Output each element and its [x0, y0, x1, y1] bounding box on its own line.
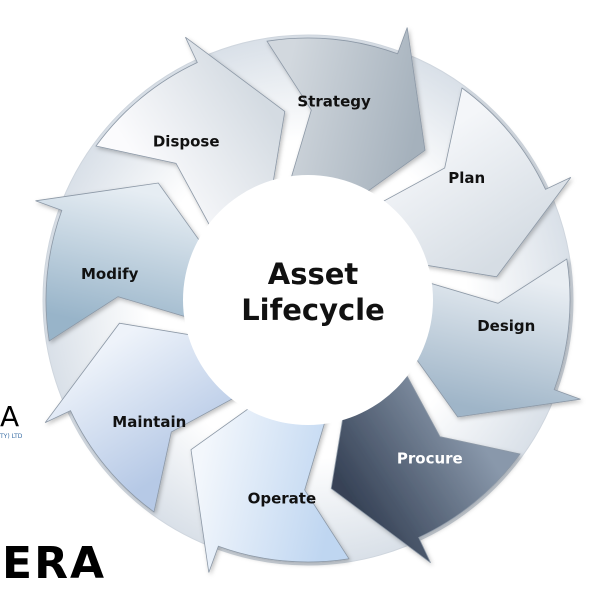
stage-label-maintain: Maintain — [112, 413, 186, 431]
logo-fragment-a-subtitle: TY) LTD — [0, 433, 23, 440]
stage-label-operate: Operate — [248, 489, 317, 507]
stage-label-procure: Procure — [397, 450, 463, 468]
logo-fragment-a: A — [0, 400, 20, 433]
center-hole — [183, 175, 433, 425]
stage-label-design: Design — [477, 317, 535, 335]
stage-label-dispose: Dispose — [153, 132, 220, 150]
stage-label-plan: Plan — [448, 169, 485, 187]
center-title-line-1: Asset — [268, 257, 359, 291]
stage-label-modify: Modify — [81, 265, 139, 283]
logo-fragment-tera: TERA — [0, 538, 107, 589]
lifecycle-arrows — [35, 27, 581, 573]
center-title-line-2: Lifecycle — [241, 293, 385, 327]
stage-label-strategy: Strategy — [297, 93, 371, 111]
